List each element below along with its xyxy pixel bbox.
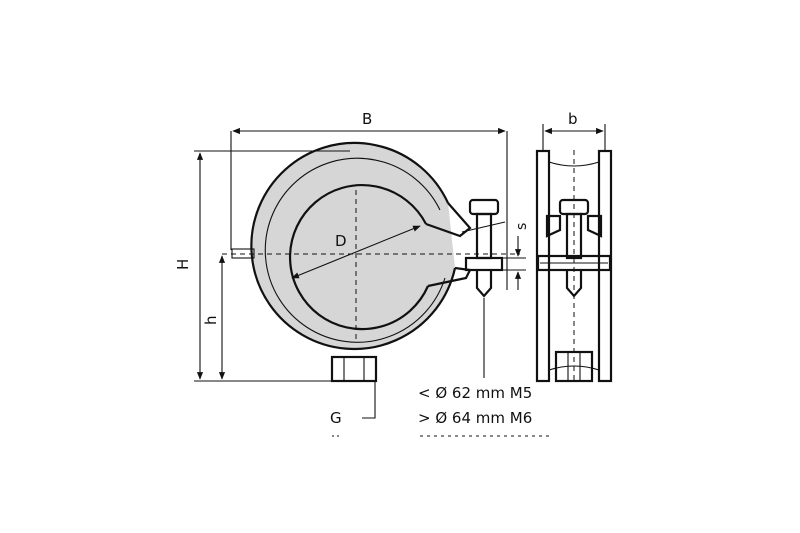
side-clamp-plate [536,254,612,272]
side-base-nut [554,350,594,383]
lower-jaw [427,266,472,288]
front-view [222,141,520,383]
side-band [548,161,600,371]
side-ear-right [586,214,603,238]
screw-tip [475,270,493,298]
clamp-ring-band [264,157,446,343]
clamp-inner-ring [288,184,430,331]
base-nut [330,355,378,383]
screw-head [468,198,500,216]
G-leader [362,381,376,419]
clamp-outer-ring [250,141,457,350]
upper-jaw [425,202,472,238]
label-h: h [202,315,220,325]
side-screw-shank [565,212,583,260]
note-m5: < Ø 62 mm M5 [418,384,532,402]
side-view [535,149,613,384]
label-D: D [335,232,347,250]
side-screw-tip [565,270,583,298]
label-b: b [568,110,578,128]
label-s: s [514,223,530,230]
diameter-arrow [291,225,421,279]
label-H: H [174,259,192,270]
side-ear-left [545,214,562,238]
screw-clip [461,221,506,233]
label-B: B [362,110,372,128]
screw-shank [475,212,493,260]
label-G: G [330,409,342,427]
note-m6: > Ø 64 mm M6 [418,409,532,427]
screw-nut [464,256,504,272]
